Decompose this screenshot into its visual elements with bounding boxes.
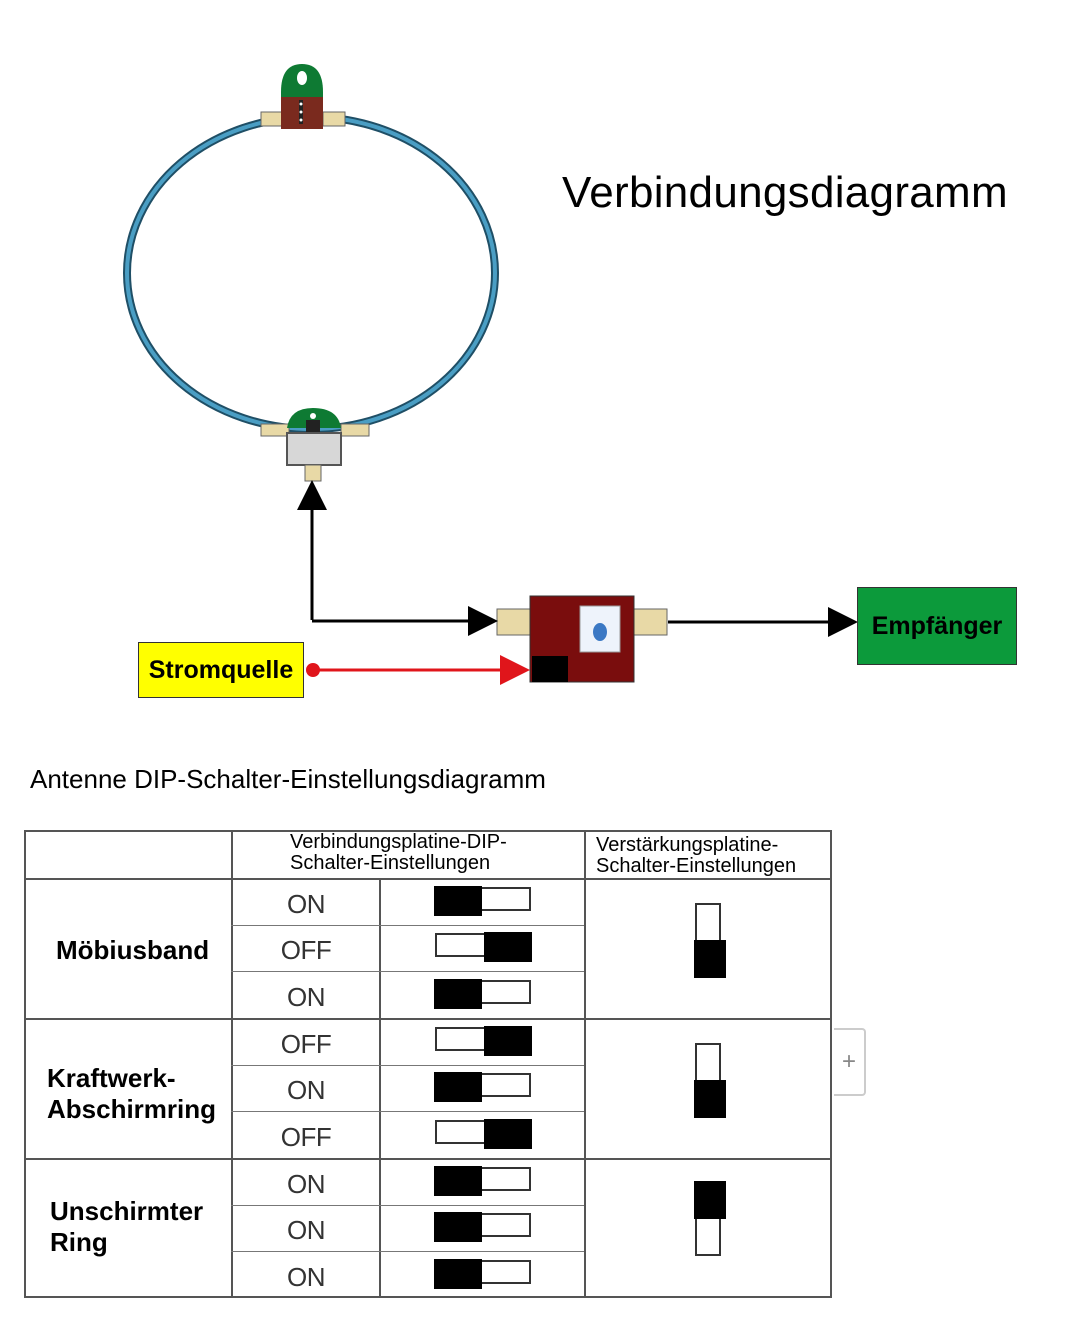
switch-state: ON	[287, 889, 326, 919]
top-connector-board	[260, 64, 346, 129]
amplifier-switch-down	[694, 903, 726, 978]
dip-switch-off	[435, 1119, 532, 1149]
switch-state: ON	[287, 1262, 326, 1292]
loop-antenna	[123, 113, 499, 433]
switch-state: OFF	[280, 1029, 332, 1059]
dip-settings-table: Verbindungsplatine-DIP- Schalter-Einstel…	[24, 830, 832, 1298]
dip-switch-on	[434, 1212, 531, 1242]
switch-knob	[434, 1072, 482, 1102]
bottom-connector-board	[260, 408, 370, 482]
group-label-unschirmter: Unschirmter Ring	[50, 1196, 204, 1257]
switch-knob	[484, 1119, 532, 1149]
switch-state: OFF	[280, 1122, 332, 1152]
add-icon[interactable]: +	[834, 1028, 866, 1096]
group-label-kraftwerk: Kraftwerk- Abschirmring	[47, 1063, 217, 1124]
dip-switch-on	[434, 1259, 531, 1289]
switch-state: ON	[287, 1169, 326, 1199]
switch-knob	[434, 886, 482, 916]
header-connection-board: Verbindungsplatine-DIP- Schalter-Einstel…	[290, 831, 507, 874]
header-amplifier-board: Verstärkungsplatine- Schalter-Einstellun…	[596, 834, 797, 877]
dip-switch-on	[434, 979, 531, 1009]
diagram-title: Verbindungsdiagramm	[562, 168, 1008, 217]
connection-diagram	[123, 64, 858, 685]
switch-knob	[434, 979, 482, 1009]
receiver-box: Empfänger	[857, 587, 1017, 665]
switch-state: ON	[287, 1215, 326, 1245]
amplifier-switch-up	[694, 1181, 726, 1256]
dip-table-title: Antenne DIP-Schalter-Einstellungsdiagram…	[30, 764, 546, 794]
switch-knob	[694, 940, 726, 978]
switch-state: OFF	[280, 935, 332, 965]
switch-knob	[434, 1166, 482, 1196]
switch-state: ON	[287, 1075, 326, 1105]
switch-knob	[484, 1026, 532, 1056]
power-source-box: Stromquelle	[138, 642, 304, 698]
amplifier-board	[496, 595, 668, 683]
switch-knob	[434, 1259, 482, 1289]
dip-switch-on	[434, 886, 531, 916]
dip-switch-on	[434, 1072, 531, 1102]
dip-switch-off	[435, 1026, 532, 1056]
switch-knob	[434, 1212, 482, 1242]
dip-switch-off	[435, 932, 532, 962]
switch-knob	[694, 1181, 726, 1219]
switch-knob	[694, 1080, 726, 1118]
amplifier-switch-down	[694, 1043, 726, 1118]
group-label-moebius: Möbiusband	[56, 935, 210, 965]
switch-knob	[484, 932, 532, 962]
dip-switch-on	[434, 1166, 531, 1196]
switch-state: ON	[287, 982, 326, 1012]
